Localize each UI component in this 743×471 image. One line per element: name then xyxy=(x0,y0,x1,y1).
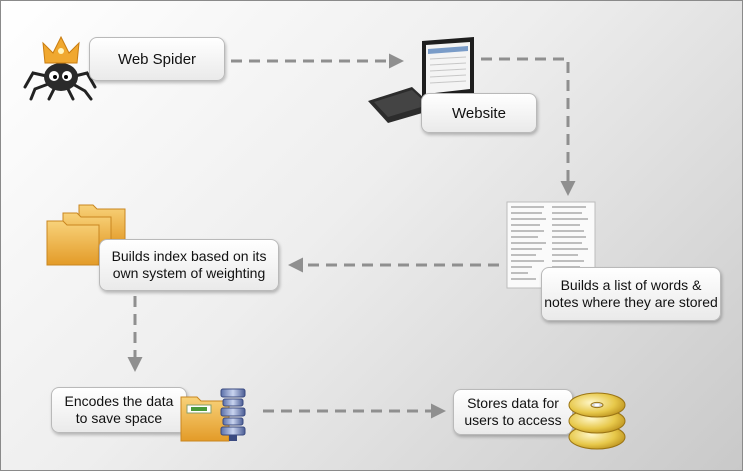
build-index-line-1: Builds index based on its xyxy=(111,248,267,264)
store-line-1: Stores data for xyxy=(467,395,559,411)
build-index-line-2: own system of weighting xyxy=(112,265,266,281)
web-spider-label: Web Spider xyxy=(117,50,197,68)
website-label: Website xyxy=(452,104,506,122)
compressed-archive-icon xyxy=(180,388,246,442)
word-list-node: Builds a list of words & notes where the… xyxy=(541,267,721,321)
encode-node: Encodes the data to save space xyxy=(51,387,187,433)
store-node: Stores data for users to access xyxy=(453,389,573,435)
website-node: Website xyxy=(421,93,537,133)
build-index-node: Builds index based on its own system of … xyxy=(99,239,279,291)
spider-with-crown-icon xyxy=(23,35,97,101)
store-line-2: users to access xyxy=(464,412,562,428)
encode-line-2: to save space xyxy=(75,410,163,426)
word-list-line-2: notes where they are stored xyxy=(544,294,718,310)
arrow-website-to-wordlist xyxy=(481,57,576,196)
laptop-monitor-icon xyxy=(368,37,474,123)
disc-stack-icon xyxy=(568,392,626,450)
web-spider-node: Web Spider xyxy=(89,37,225,81)
encode-line-1: Encodes the data xyxy=(64,393,174,409)
word-list-line-1: Builds a list of words & xyxy=(560,277,702,293)
folders-icon xyxy=(46,204,126,266)
